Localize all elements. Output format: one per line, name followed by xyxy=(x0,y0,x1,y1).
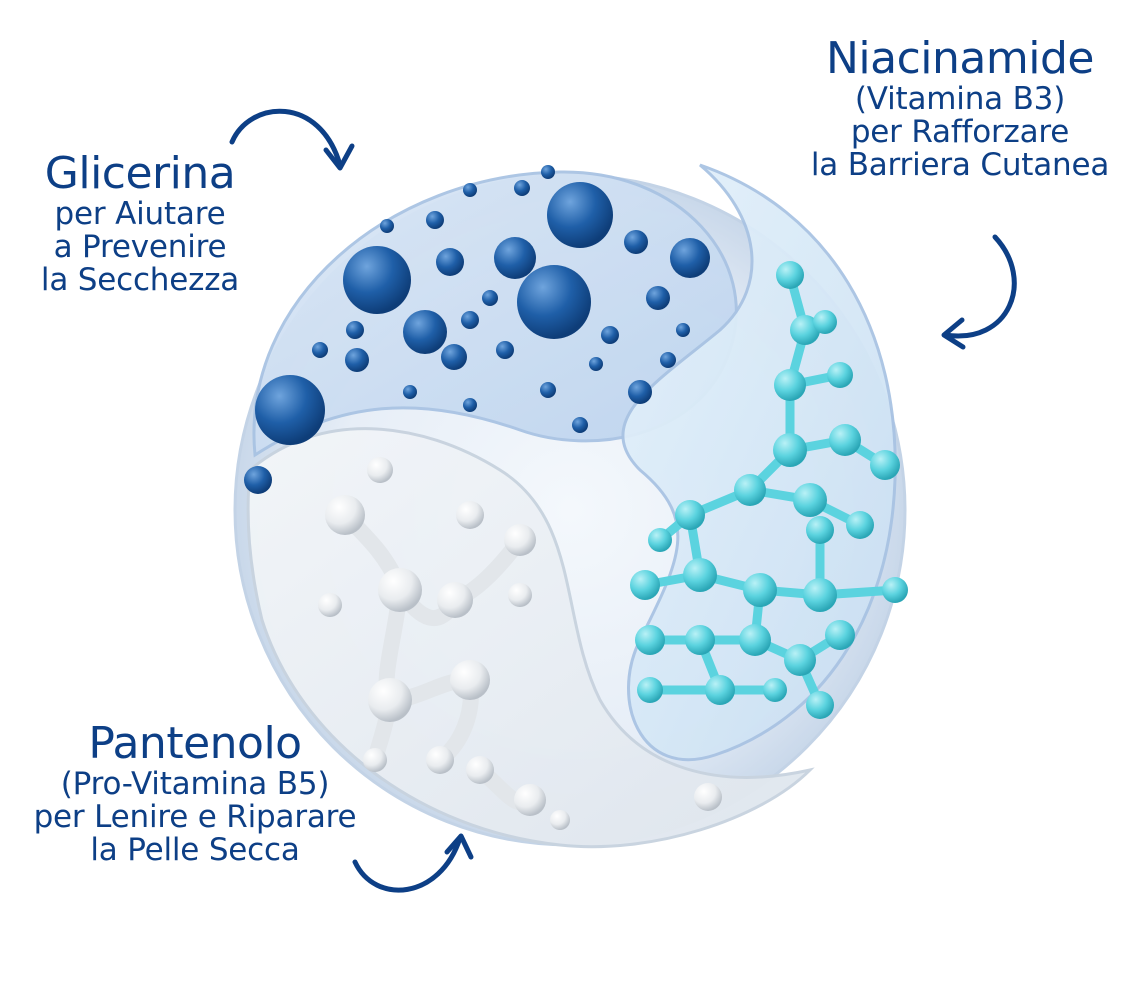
arrow-icon-glicerina xyxy=(229,108,355,171)
niacinamide-atoms xyxy=(630,261,908,719)
glicerina-label: Glicerina per Aiutare a Prevenire la Sec… xyxy=(20,150,260,298)
pantenolo-cell xyxy=(246,427,815,849)
glicerina-line-2: a Prevenire xyxy=(53,228,227,265)
niacinamide-label: Niacinamide (Vitamina B3) per Rafforzare… xyxy=(790,35,1130,183)
arrow-icon-pantenolo xyxy=(352,833,474,893)
pantenolo-label: Pantenolo (Pro-Vitamina B5) per Lenire e… xyxy=(10,720,380,868)
niacinamide-line-2: per Rafforzare xyxy=(850,113,1070,150)
niacinamide-title: Niacinamide xyxy=(826,33,1094,84)
glicerina-line-3: la Secchezza xyxy=(40,262,240,299)
niacinamide-line-3: la Barriera Cutanea xyxy=(810,147,1110,184)
glicerina-title: Glicerina xyxy=(44,148,236,199)
glicerina-molecules xyxy=(244,165,710,494)
pantenolo-atoms xyxy=(318,457,722,830)
arrow-icon-niacinamide xyxy=(941,234,1017,350)
glicerina-cell xyxy=(252,170,738,458)
pantenolo-title: Pantenolo xyxy=(88,718,302,769)
pantenolo-line-2: per Lenire e Riparare xyxy=(33,798,357,835)
pantenolo-line-1: (Pro-Vitamina B5) xyxy=(60,765,330,802)
pantenolo-line-3: la Pelle Secca xyxy=(90,832,300,869)
niacinamide-line-1: (Vitamina B3) xyxy=(854,80,1066,117)
glicerina-line-1: per Aiutare xyxy=(54,195,226,232)
